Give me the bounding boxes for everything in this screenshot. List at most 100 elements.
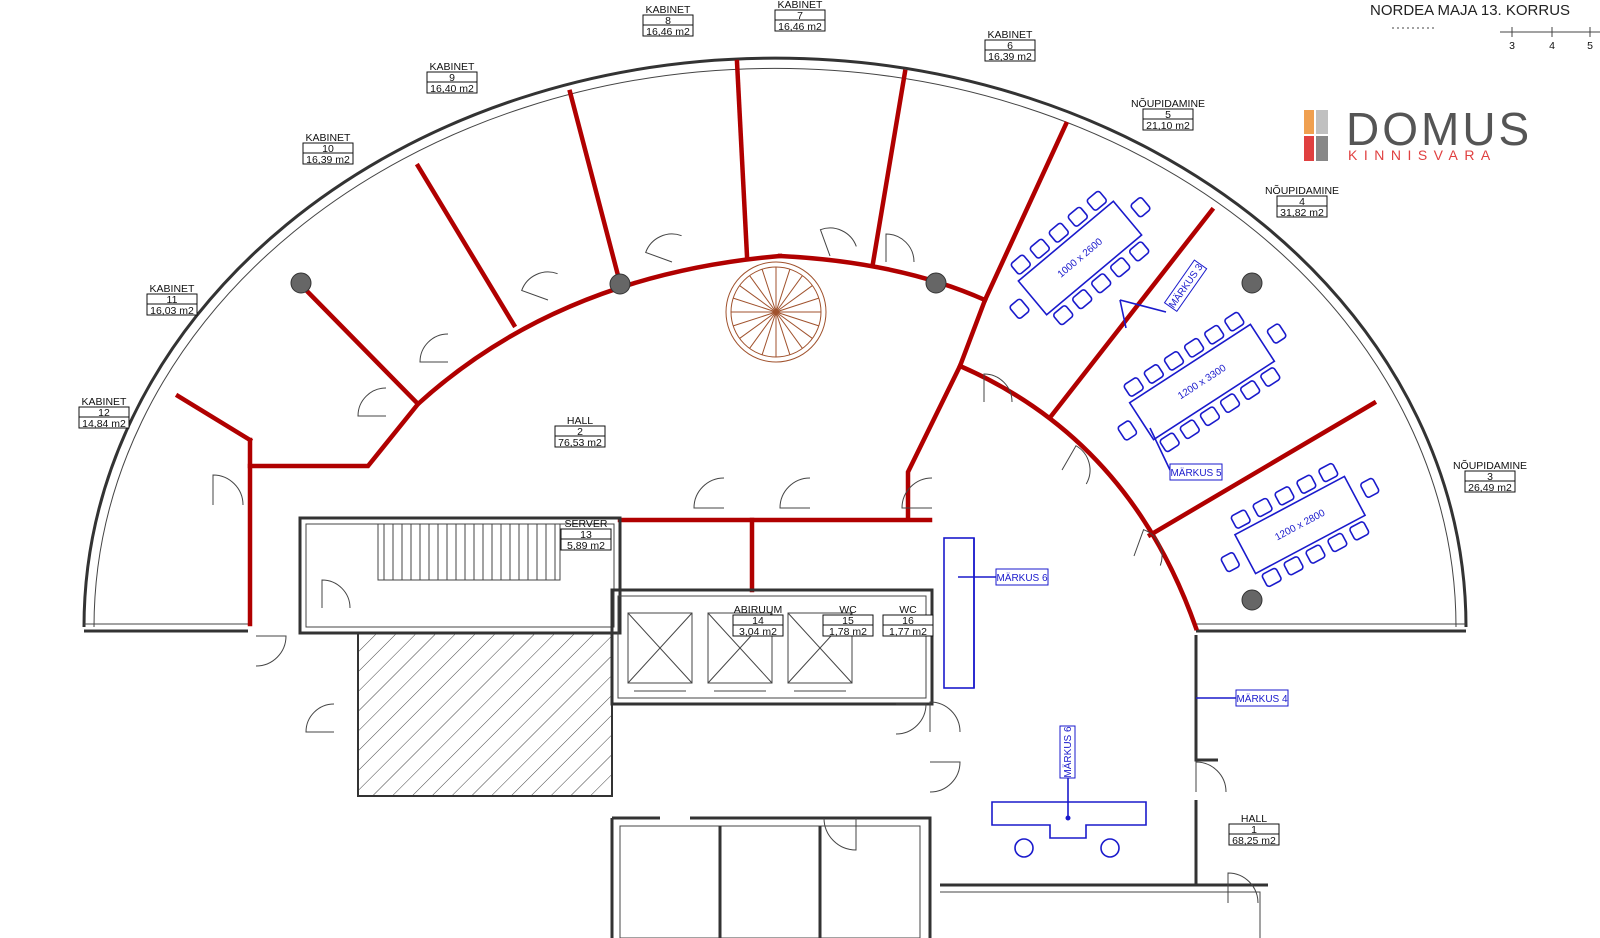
logo-sub: KINNISVARA [1348, 147, 1497, 163]
room-area: 14,84 m2 [82, 418, 126, 430]
domus-logo: DOMUS KINNISVARA [1304, 103, 1532, 163]
room-name: KABINET [430, 61, 476, 73]
chair [1123, 377, 1144, 397]
room-name: HALL [1241, 813, 1267, 825]
spiral-tread [739, 311, 777, 339]
note-markus-4: MÄRKUS 4 [1235, 689, 1289, 707]
room-area: 68,25 m2 [1232, 835, 1276, 847]
room-area: 16,46 m2 [646, 26, 690, 38]
door-swing [929, 761, 961, 793]
chair [1283, 556, 1304, 576]
room-name: KABINET [82, 396, 128, 408]
chair [1067, 206, 1088, 227]
door-swing [779, 477, 811, 509]
room-area: 31,82 m2 [1280, 207, 1324, 219]
room-name: WC [899, 604, 917, 616]
door-swing [983, 373, 1013, 403]
room-number: 10 [322, 143, 334, 155]
room-area: 76,53 m2 [558, 437, 602, 449]
spiral-tread [775, 285, 813, 313]
spiral-tread [775, 269, 791, 313]
room-name: KABINET [150, 283, 196, 295]
room-number: 1 [1251, 824, 1257, 836]
chairs [1009, 190, 1151, 326]
room-number: 7 [797, 10, 803, 22]
door-swing [521, 271, 558, 301]
room-name: NÕUPIDAMINE [1453, 459, 1527, 472]
chair [1091, 273, 1112, 294]
door-swing [895, 703, 927, 735]
room-name: KABINET [988, 29, 1034, 41]
chair [1183, 337, 1205, 358]
chairs [1220, 462, 1380, 588]
room-name: WC [839, 604, 857, 616]
room-number: 11 [167, 294, 178, 306]
chair [1029, 238, 1050, 259]
core [298, 516, 1268, 938]
door-swing [929, 701, 961, 733]
logo-name: DOMUS [1346, 103, 1532, 155]
door-swing [1195, 761, 1227, 793]
chair [1360, 477, 1380, 499]
note-markus-6a: MÄRKUS 6 [995, 568, 1049, 586]
chair [1199, 406, 1221, 427]
chair [1327, 532, 1348, 553]
room-number: 2 [577, 426, 583, 438]
door-swing [305, 703, 335, 733]
scale-tick-3: 3 [1509, 40, 1515, 52]
room-number: 9 [449, 72, 455, 84]
spiral-tread [775, 297, 819, 313]
door-swing [645, 233, 682, 263]
partitions [174, 59, 1378, 631]
spiral-tread [761, 269, 777, 313]
door-swing [1061, 445, 1091, 485]
chair [1129, 241, 1150, 262]
room-area: 16,39 m2 [988, 51, 1032, 63]
room-area: 5,89 m2 [567, 540, 605, 552]
spiral-tread [775, 311, 803, 349]
chair [1010, 254, 1031, 275]
room-area: 16,46 m2 [778, 21, 822, 33]
doors [212, 227, 1259, 904]
chair [1117, 420, 1138, 441]
spiral-tread [739, 285, 777, 313]
room-number: 15 [842, 615, 854, 627]
chair [1219, 393, 1241, 414]
room-area: 16,03 m2 [150, 305, 194, 317]
room-name: KABINET [778, 0, 824, 11]
room-name: HALL [567, 415, 593, 427]
room-name: KABINET [306, 132, 352, 144]
room-number: 4 [1299, 196, 1305, 208]
chair [1048, 222, 1069, 243]
room-number: 3 [1487, 471, 1493, 483]
scale-tick-5: 5 [1587, 40, 1593, 52]
chair [1130, 197, 1151, 218]
chair [1159, 432, 1180, 453]
chair [1349, 521, 1370, 541]
spiral-tread [775, 311, 813, 339]
chairs [1117, 311, 1287, 453]
columns [290, 272, 1263, 611]
room-name: KABINET [646, 4, 692, 16]
spiral-tread [749, 311, 777, 349]
room-area: 1,78 m2 [829, 626, 867, 638]
chair [1110, 257, 1131, 278]
door-swing [419, 333, 449, 363]
room-area: 21,10 m2 [1146, 120, 1190, 132]
room-number: 14 [752, 615, 764, 627]
room-number: 6 [1007, 40, 1013, 52]
